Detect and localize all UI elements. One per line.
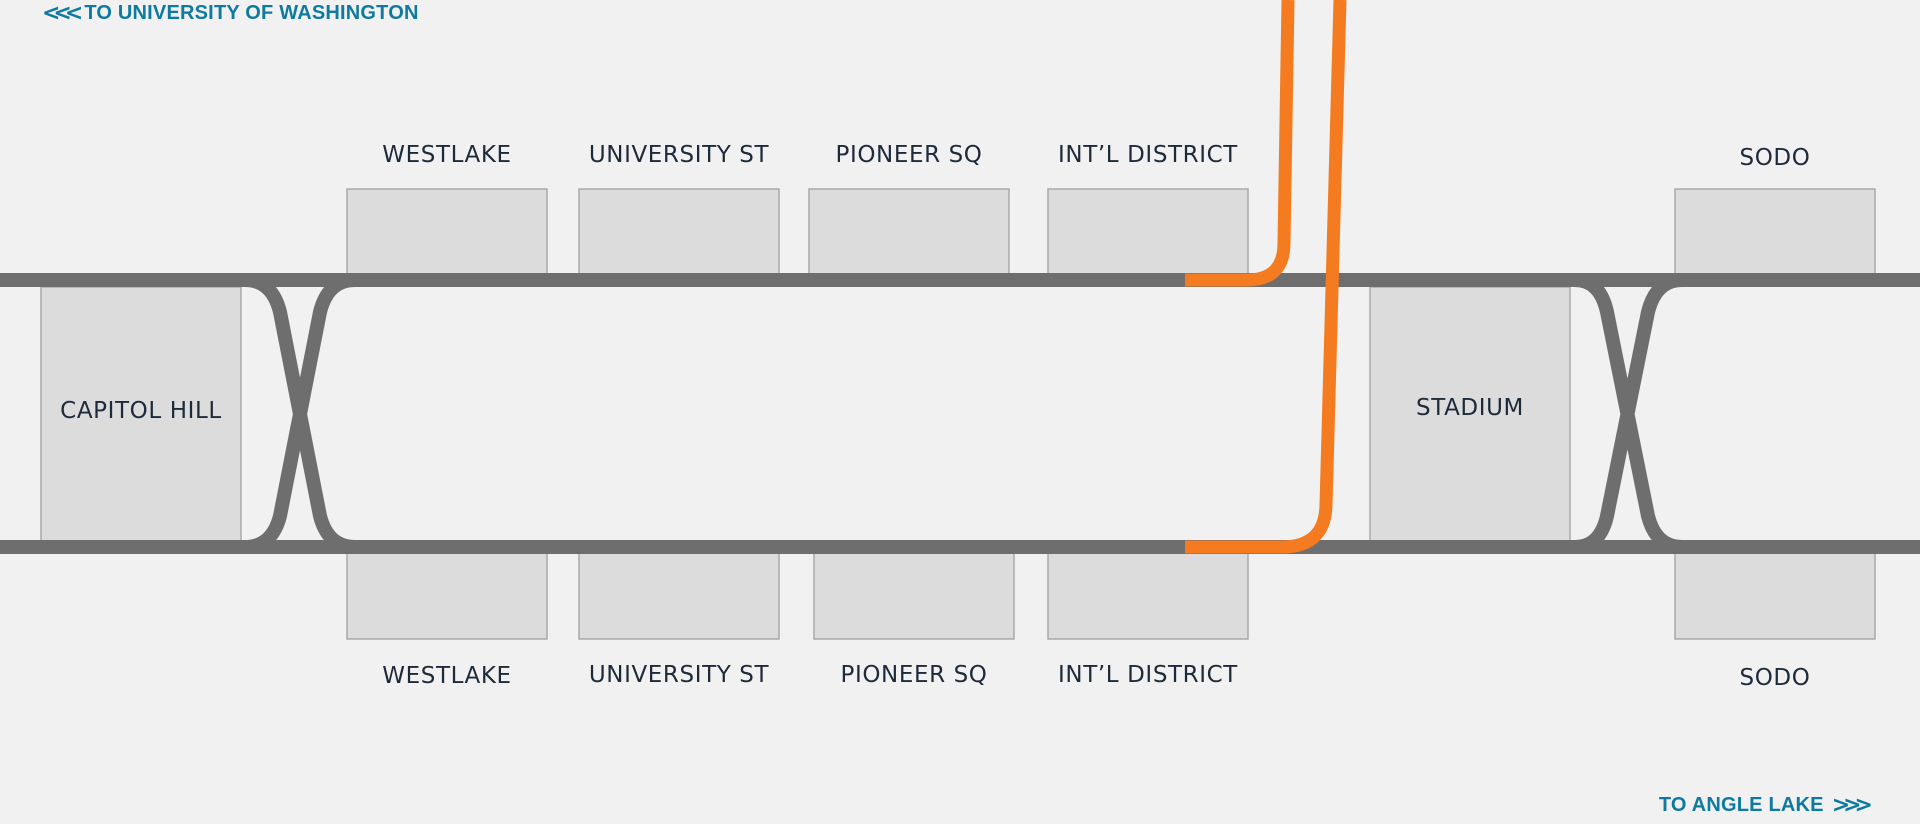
crossover-capitol-hill-b xyxy=(244,273,356,554)
platform-pioneer-south xyxy=(813,550,1015,640)
platform-pioneer-north xyxy=(808,188,1010,278)
platform-university-north xyxy=(578,188,780,278)
station-label-sodo-south: SODO xyxy=(1739,665,1811,691)
direction-north: <<< TO UNIVERSITY OF WASHINGTON xyxy=(42,1,419,26)
station-label-intl-district-south: INT’L DISTRICT xyxy=(1058,662,1238,688)
platform-stadium xyxy=(1369,286,1571,542)
platform-university-south xyxy=(578,550,780,640)
connector-line-south xyxy=(1185,0,1347,554)
station-label-sodo-north: SODO xyxy=(1739,145,1811,171)
platform-capitol-hill xyxy=(40,286,242,542)
station-label-university-north: UNIVERSITY ST xyxy=(588,142,770,168)
triple-chevron-right-icon: >>> xyxy=(1831,793,1873,818)
platform-sodo-north xyxy=(1674,188,1876,278)
station-label-university-south: UNIVERSITY ST xyxy=(588,662,770,688)
connector-lines xyxy=(1185,0,1347,554)
station-label-pioneer-south: PIONEER SQ xyxy=(840,662,988,688)
tracks xyxy=(0,273,1920,554)
platform-westlake-south xyxy=(346,550,548,640)
connector-line-north xyxy=(1185,0,1295,287)
station-label-stadium: STADIUM xyxy=(1416,395,1524,421)
station-label-westlake-north: WESTLAKE xyxy=(382,142,512,168)
station-label-pioneer-north: PIONEER SQ xyxy=(835,142,983,168)
platform-intl-district-north xyxy=(1047,188,1249,278)
station-label-westlake-south: WESTLAKE xyxy=(382,663,512,689)
direction-north-label: TO UNIVERSITY OF WASHINGTON xyxy=(84,2,419,24)
platform-westlake-north xyxy=(346,188,548,278)
platform-sodo-south xyxy=(1674,550,1876,640)
platforms xyxy=(40,188,1876,640)
platform-intl-district-south xyxy=(1047,550,1249,640)
station-label-intl-district-north: INT’L DISTRICT xyxy=(1058,142,1238,168)
station-label-capitol-hill: CAPITOL HILL xyxy=(60,398,222,424)
triple-chevron-left-icon: <<< xyxy=(42,1,83,26)
direction-south-label: TO ANGLE LAKE xyxy=(1658,794,1824,816)
crossover-sodo-b xyxy=(1574,273,1683,554)
direction-south: TO ANGLE LAKE >>> xyxy=(1658,793,1873,818)
